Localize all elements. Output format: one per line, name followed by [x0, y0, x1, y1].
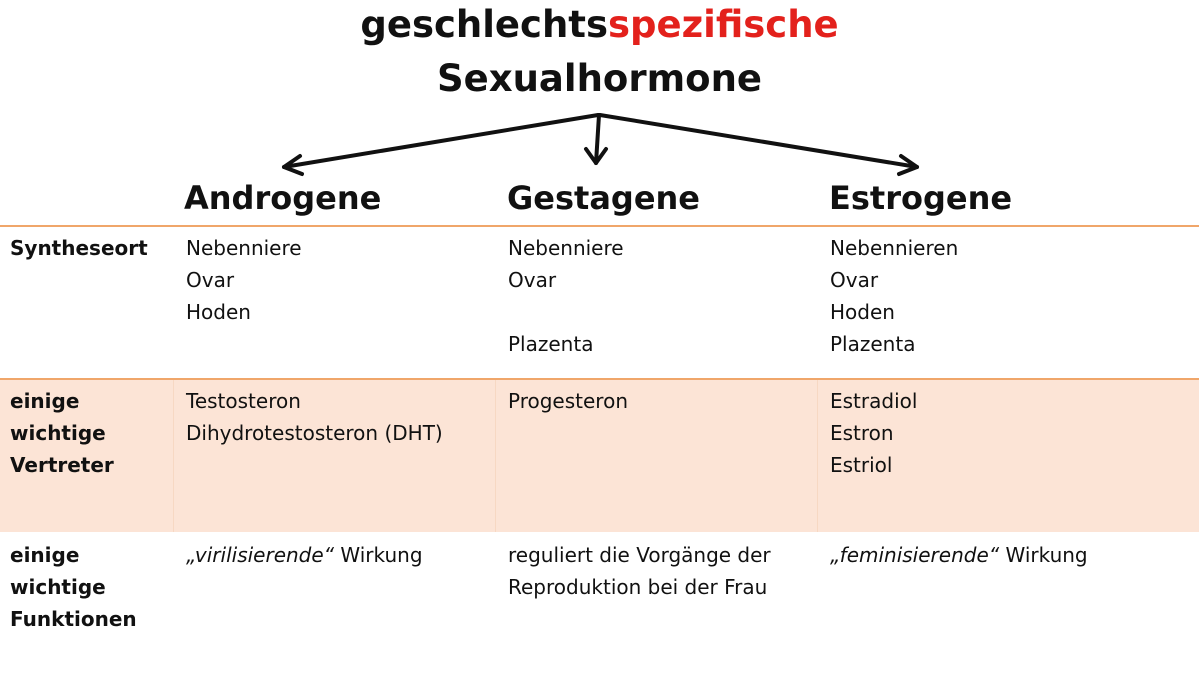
column-divider	[173, 380, 174, 532]
column-header-androgene: Androgene	[184, 179, 382, 217]
title-prefix: geschlechts	[360, 3, 608, 46]
arrow-head-center	[584, 147, 608, 165]
title-highlight: spezifische	[608, 3, 839, 46]
table-top-rule	[0, 225, 1199, 227]
cell-funktionen-androgene: „virilisierende“ Wirkung	[186, 539, 423, 571]
cell-line: Reproduktion bei der Frau	[508, 575, 768, 599]
effect-suffix: Wirkung	[334, 543, 423, 567]
cell-line: Nebenniere	[508, 236, 624, 260]
column-divider	[495, 380, 496, 532]
column-divider	[817, 380, 818, 532]
cell-line: Estron	[830, 421, 894, 445]
arrow-shaft-right	[598, 113, 919, 169]
row-label-syntheseort: Syntheseort	[10, 236, 148, 260]
cell-funktionen-estrogene: „feminisierende“ Wirkung	[830, 539, 1088, 571]
cell-vertreter-androgene: Testosteron Dihydrotestosteron (DHT)	[186, 385, 443, 449]
cell-syntheseort-gestagene: Nebenniere Ovar Plazenta	[508, 232, 624, 360]
cell-line: reguliert die Vorgänge der	[508, 543, 771, 567]
column-header-gestagene: Gestagene	[507, 179, 700, 217]
cell-line: Nebenniere	[186, 236, 302, 260]
arrow-head-left	[282, 154, 304, 176]
cell-line: Hoden	[186, 300, 251, 324]
arrow-head-right	[897, 154, 919, 176]
row-separator-rule	[0, 378, 1199, 380]
cell-line: Ovar	[830, 268, 879, 292]
row-band-vertreter	[0, 378, 1199, 532]
cell-line: Progesteron	[508, 389, 628, 413]
cell-line	[508, 296, 624, 328]
title-line-1: geschlechtsspezifische	[0, 2, 1199, 48]
row-label-vertreter: einige wichtige Vertreter	[10, 389, 114, 477]
effect-term: „virilisierende“	[186, 543, 335, 567]
cell-vertreter-gestagene: Progesteron	[508, 385, 628, 417]
cell-line: Estriol	[830, 453, 893, 477]
column-header-estrogene: Estrogene	[829, 179, 1013, 217]
effect-term: „feminisierende“	[830, 543, 1000, 567]
cell-line: Dihydrotestosteron (DHT)	[186, 421, 443, 445]
cell-line: Estradiol	[830, 389, 918, 413]
cell-funktionen-gestagene: reguliert die Vorgänge der Reproduktion …	[508, 539, 771, 603]
arrow-shaft-left	[282, 113, 600, 169]
cell-line: Hoden	[830, 300, 895, 324]
cell-syntheseort-androgene: Nebenniere Ovar Hoden	[186, 232, 302, 328]
effect-suffix: Wirkung	[999, 543, 1088, 567]
cell-vertreter-estrogene: Estradiol Estron Estriol	[830, 385, 917, 481]
cell-line: Plazenta	[830, 332, 916, 356]
arrow-shaft-center	[594, 113, 601, 165]
cell-syntheseort-estrogene: Nebennieren Ovar Hoden Plazenta	[830, 232, 958, 360]
cell-line: Nebennieren	[830, 236, 959, 260]
cell-line: Testosteron	[186, 389, 301, 413]
cell-line: Plazenta	[508, 332, 594, 356]
cell-line: Ovar	[186, 268, 235, 292]
cell-line: Ovar	[508, 268, 557, 292]
title-line-2: Sexualhormone	[436, 57, 762, 100]
row-label-funktionen: einige wichtige Funktionen	[10, 543, 137, 631]
